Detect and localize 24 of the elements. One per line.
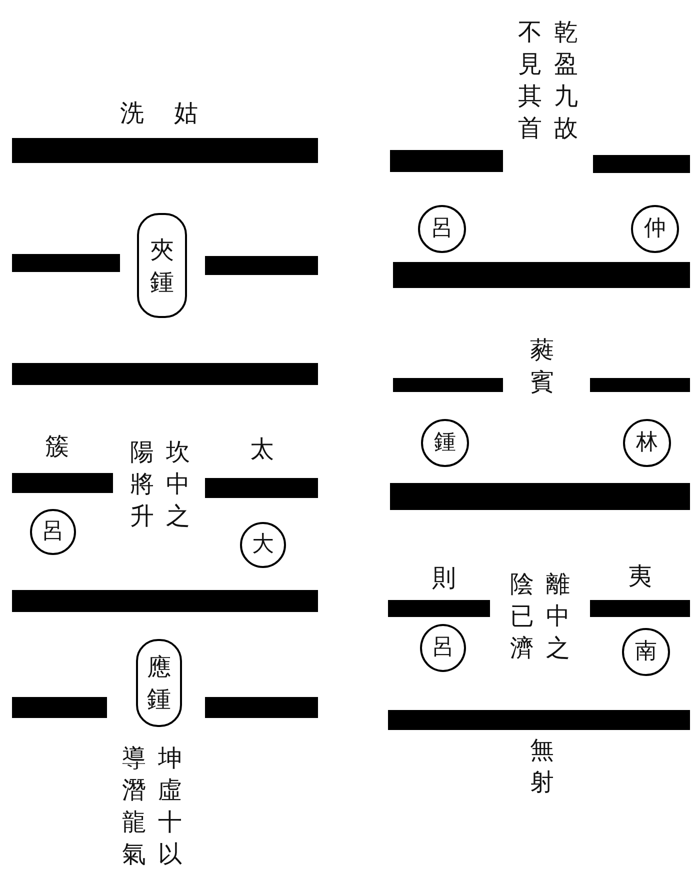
vertical-text: 離中之陰已濟 (509, 569, 571, 664)
circled-character: 鍾 (421, 419, 469, 467)
rounded-label: 夾鍾 (137, 213, 187, 318)
circled-character: 呂 (30, 509, 76, 555)
circled-character: 林 (623, 419, 671, 467)
circled-character: 呂 (418, 205, 466, 253)
vertical-text: 導潛龍氣 (121, 743, 147, 870)
vertical-text: 不見其首 (517, 17, 543, 144)
rounded-label: 應鍾 (136, 639, 182, 727)
circled-character: 南 (622, 628, 670, 676)
circled-character: 呂 (420, 624, 466, 672)
vertical-text: 乾盈九故 (553, 17, 579, 144)
pitch-character: 簇 (45, 431, 70, 462)
pitch-character: 姑 (174, 98, 199, 129)
pitch-character: 太 (250, 434, 275, 465)
pitch-character: 則 (432, 563, 457, 594)
circled-character: 仲 (631, 205, 679, 253)
vertical-text: 坎中之陽將升 (129, 437, 191, 532)
vertical-text: 坤虛十以 (157, 743, 183, 870)
vertical-text: 無射 (529, 735, 555, 798)
pitch-character: 洗 (120, 98, 145, 129)
vertical-text: 蕤賓 (529, 335, 555, 398)
pitch-character: 夷 (628, 561, 653, 592)
circled-character: 大 (240, 522, 286, 568)
